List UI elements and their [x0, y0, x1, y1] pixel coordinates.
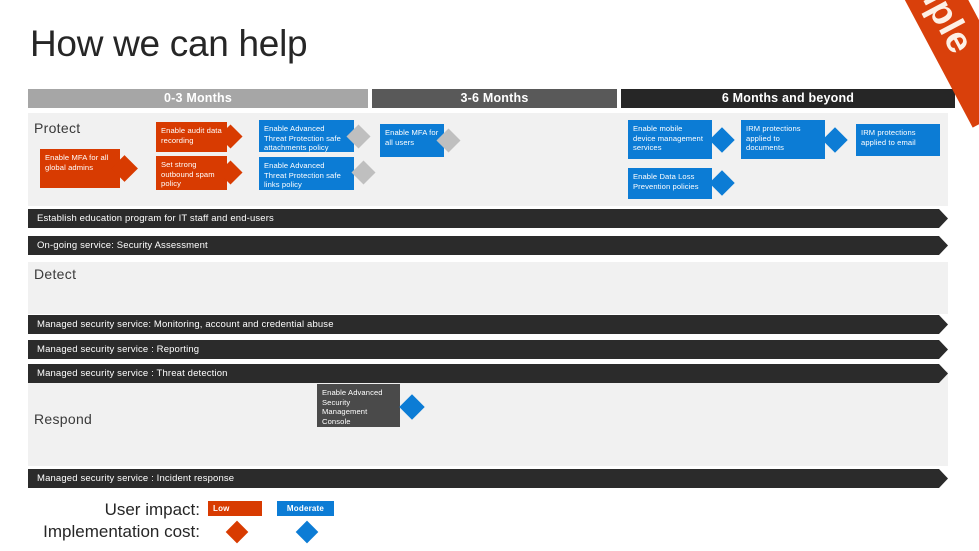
- page-title: How we can help: [30, 23, 308, 64]
- section-label-protect: Protect: [34, 120, 81, 136]
- banner-monitoring-credential-abuse: Managed security service: Monitoring, ac…: [28, 315, 948, 334]
- task-box-enable-audit-data-recording[interactable]: Enable audit data recording: [156, 122, 227, 152]
- banner-incident-response: Managed security service : Incident resp…: [28, 469, 948, 488]
- banner-reporting: Managed security service : Reporting: [28, 340, 948, 359]
- detect-section-panel: [28, 262, 948, 314]
- legend-diamond-moderate-cost: [295, 520, 319, 544]
- task-box-enable-advanced-security-management-console[interactable]: Enable Advanced Security Management Cons…: [317, 384, 400, 427]
- task-box-atp-safe-attachments-policy[interactable]: Enable Advanced Threat Protection safe a…: [259, 120, 354, 152]
- task-box-enable-data-loss-prevention[interactable]: Enable Data Loss Prevention policies: [628, 168, 712, 199]
- task-box-irm-protections-documents[interactable]: IRM protections applied to documents: [741, 120, 825, 159]
- task-box-enable-mobile-device-management[interactable]: Enable mobile device management services: [628, 120, 712, 159]
- legend-label-implementation-cost: Implementation cost:: [43, 522, 200, 541]
- task-box-enable-mfa-all-users[interactable]: Enable MFA for all users: [380, 124, 444, 157]
- task-box-set-strong-outbound-spam-policy[interactable]: Set strong outbound spam policy: [156, 156, 227, 190]
- example-ribbon: Example: [831, 0, 979, 128]
- task-box-atp-safe-links-policy[interactable]: Enable Advanced Threat Protection safe l…: [259, 157, 354, 190]
- legend-chip-moderate: Moderate: [277, 501, 334, 516]
- respond-section-panel: [28, 371, 948, 466]
- phase-header-0-3-months: 0-3 Months: [28, 89, 368, 108]
- task-box-irm-protections-email[interactable]: IRM protections applied to email: [856, 124, 940, 156]
- legend-diamond-low-cost: [225, 520, 249, 544]
- phase-header-6-months-and-beyond: 6 Months and beyond: [621, 89, 955, 108]
- banner-establish-education-program: Establish education program for IT staff…: [28, 209, 948, 228]
- section-label-detect: Detect: [34, 266, 77, 282]
- legend-chip-low: Low: [208, 501, 262, 516]
- task-box-enable-mfa-global-admins[interactable]: Enable MFA for all global admins: [40, 149, 120, 188]
- banner-threat-detection: Managed security service : Threat detect…: [28, 364, 948, 383]
- legend-label-user-impact: User impact:: [104, 500, 200, 519]
- phase-header-3-6-months: 3-6 Months: [372, 89, 617, 108]
- banner-ongoing-security-assessment: On-going service: Security Assessment: [28, 236, 948, 255]
- section-label-respond: Respond: [34, 411, 93, 427]
